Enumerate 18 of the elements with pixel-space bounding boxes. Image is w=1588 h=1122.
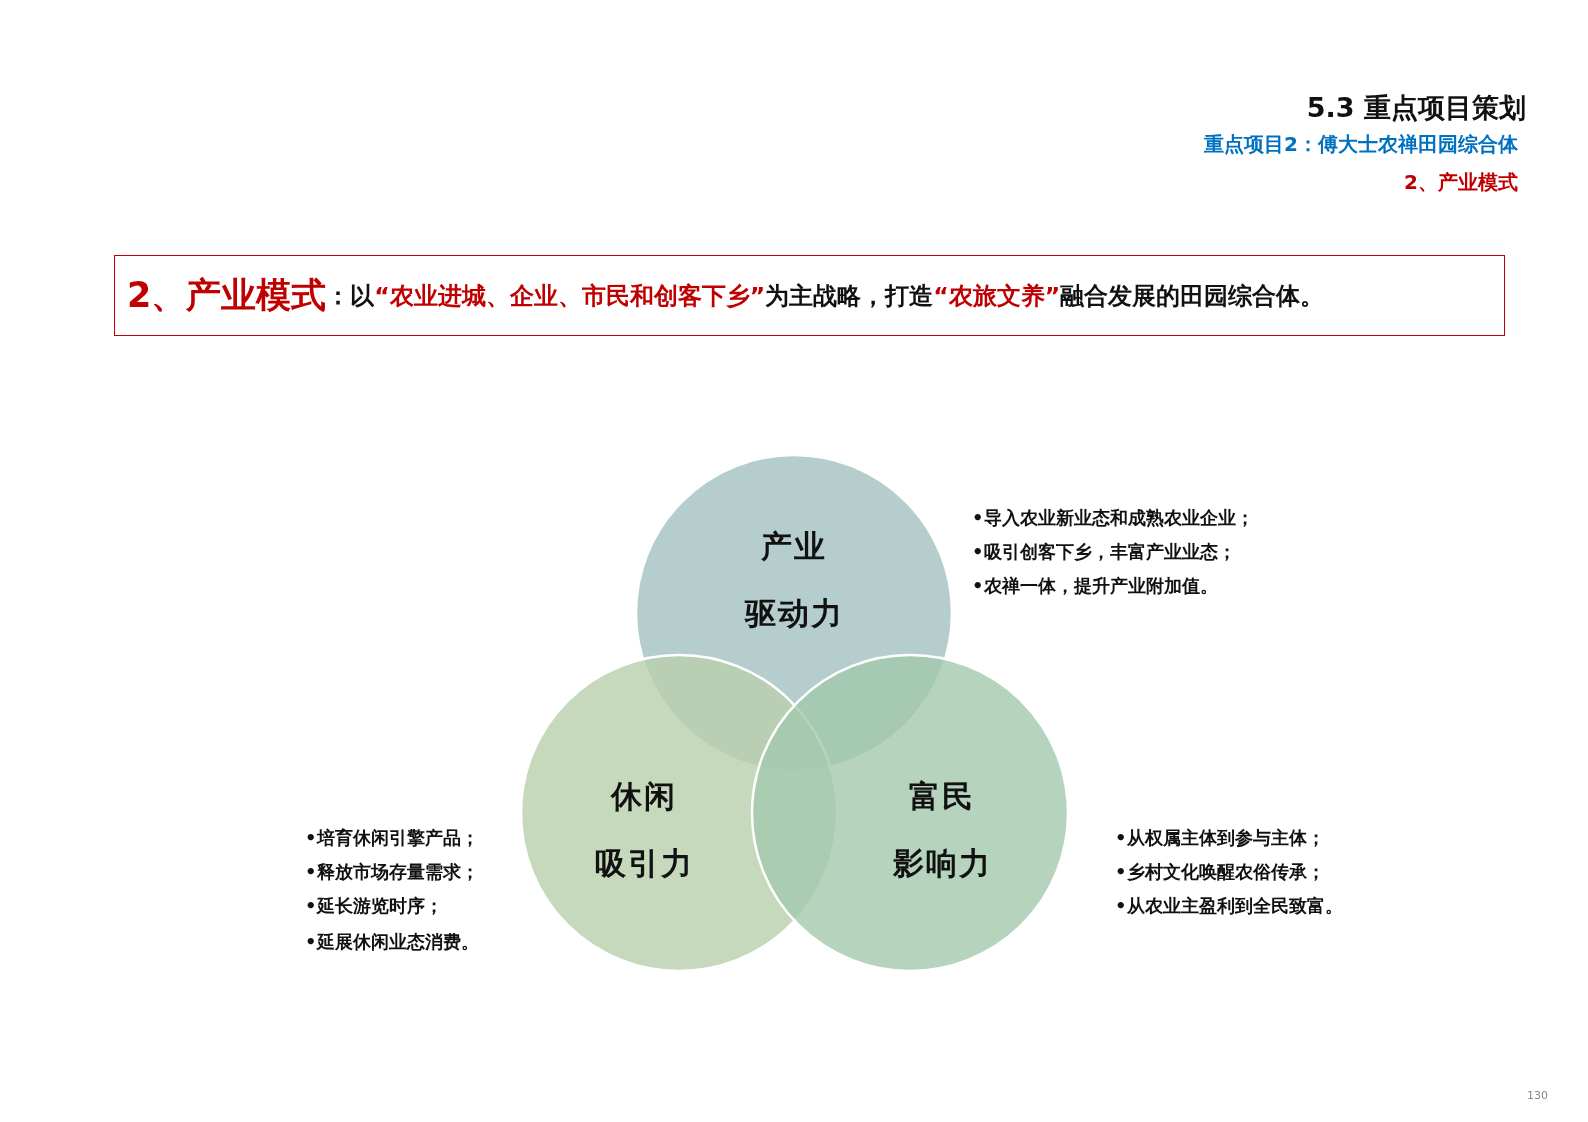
section-heading: 2、产业模式 <box>1404 169 1518 196</box>
page-title: 5.3 重点项目策划 <box>1306 91 1526 125</box>
bullet-text: •延长游览时序； <box>305 894 443 918</box>
bullet-text: •从权属主体到参与主体； <box>1115 826 1325 850</box>
bullet-text: •延展休闲业态消费。 <box>305 930 479 954</box>
subtitle: 重点项目2：傅大士农禅田园综合体 <box>1204 131 1518 158</box>
bullet-text: •释放市场存量需求； <box>305 860 479 884</box>
circle-label: 休闲吸引力 <box>593 777 695 883</box>
bullet-text: •导入农业新业态和成熟农业企业； <box>972 506 1254 530</box>
banner-box: 2、产业模式：以“农业进城、企业、市民和创客下乡”为主战略，打造“农旅文养”融合发展的田园综合体。 <box>114 255 1505 336</box>
bullet-text: •乡村文化唤醒农俗传承； <box>1115 860 1325 884</box>
circle-label: 产业驱动力 <box>743 527 845 633</box>
circle-label: 富民影响力 <box>891 777 993 883</box>
bullet-text: •从农业主盈利到全民致富。 <box>1115 894 1343 918</box>
bullet-text: •培育休闲引擎产品； <box>305 826 479 850</box>
bullet-text: •农禅一体，提升产业附加值。 <box>972 574 1218 598</box>
page-number: 130 <box>1527 1089 1548 1102</box>
bullet-text: •吸引创客下乡，丰富产业业态； <box>972 540 1236 564</box>
